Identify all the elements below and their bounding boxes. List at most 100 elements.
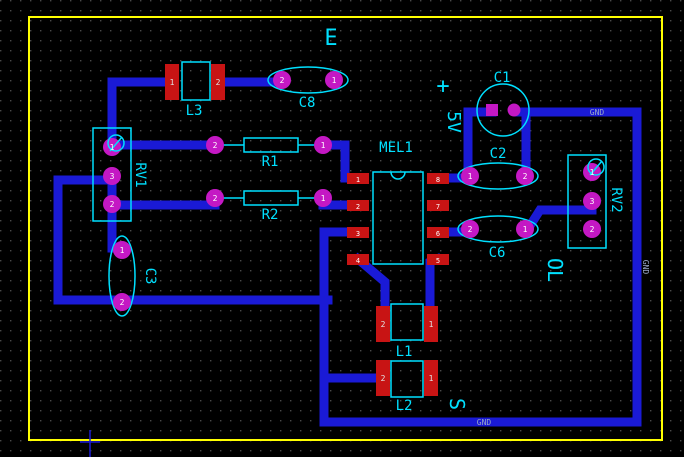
c2-pad-2[interactable] bbox=[516, 167, 534, 185]
c1-pad-round[interactable] bbox=[507, 103, 521, 117]
rv1-pad-3[interactable] bbox=[103, 167, 121, 185]
rv2-pad-3[interactable] bbox=[583, 192, 601, 210]
ic-pin3-label: 3 bbox=[356, 230, 360, 238]
c6-pad-2[interactable] bbox=[461, 220, 479, 238]
rv1-pin1-marker bbox=[107, 134, 125, 152]
ic-pad-5[interactable] bbox=[427, 254, 449, 265]
ic-pad-6[interactable] bbox=[427, 227, 449, 238]
capacitor-c2[interactable]: 1 2 C2 bbox=[457, 146, 539, 190]
ic-pad-2[interactable] bbox=[347, 200, 369, 211]
l3-pad-1[interactable] bbox=[165, 64, 179, 100]
c6-pad-1[interactable] bbox=[516, 220, 534, 238]
ic-mel1[interactable]: 1 2 3 4 8 7 6 5 MEL1 bbox=[347, 140, 449, 265]
label-s: S bbox=[445, 398, 469, 410]
resistor-r1[interactable]: 2 1 R1 bbox=[206, 136, 332, 170]
r1-pin1-label: 1 bbox=[321, 141, 326, 150]
inductor-l3[interactable]: 1 2 L3 bbox=[165, 61, 225, 119]
r1-pad-2[interactable] bbox=[206, 136, 224, 154]
c6-pin1-label: 1 bbox=[523, 225, 528, 234]
ic-pin7-label: 7 bbox=[436, 203, 440, 211]
r2-pin1-label: 1 bbox=[321, 194, 326, 203]
rv1-pin3-label: 3 bbox=[110, 172, 115, 181]
l2-designator: L2 bbox=[396, 398, 413, 414]
rv1-pad-2[interactable] bbox=[103, 195, 121, 213]
inductor-l1[interactable]: 2 1 L1 bbox=[376, 303, 438, 360]
l1-pin1-label: 1 bbox=[429, 320, 434, 329]
ic-pin2-label: 2 bbox=[356, 203, 360, 211]
ic-pad-3[interactable] bbox=[347, 227, 369, 238]
potentiometer-rv2[interactable]: 1 3 2 RV2 bbox=[567, 154, 624, 249]
label-5v: 5V bbox=[443, 111, 464, 133]
c2-designator: C2 bbox=[490, 146, 507, 162]
c6-outline bbox=[457, 215, 539, 243]
l2-body-outline bbox=[390, 360, 424, 398]
c2-pin1-label: 1 bbox=[468, 172, 473, 181]
capacitor-c6[interactable]: 2 1 C6 bbox=[457, 215, 539, 261]
rv1-pin1-label: 1 bbox=[110, 143, 115, 152]
board-outline bbox=[28, 16, 663, 441]
l2-pin2-label: 2 bbox=[381, 374, 386, 383]
potentiometer-rv1[interactable]: 1 3 2 RV1 bbox=[92, 127, 148, 222]
ic-pad-8[interactable] bbox=[427, 173, 449, 184]
rv1-outline bbox=[92, 127, 132, 222]
net-gnd-top: GND bbox=[590, 108, 605, 117]
c1-outline bbox=[476, 83, 530, 137]
c6-designator: C6 bbox=[489, 245, 506, 261]
r2-pad-1[interactable] bbox=[314, 189, 332, 207]
l2-pad-1[interactable] bbox=[424, 360, 438, 396]
rv1-pin1-marker-line bbox=[109, 136, 123, 152]
c8-pad-1[interactable] bbox=[325, 71, 343, 89]
r2-designator: R2 bbox=[262, 207, 279, 223]
l1-pad-1[interactable] bbox=[424, 306, 438, 342]
l3-pin2-label: 2 bbox=[216, 78, 221, 87]
net-gnd-bottom: GND bbox=[477, 418, 492, 427]
r2-pad-2[interactable] bbox=[206, 189, 224, 207]
ic-pad-4[interactable] bbox=[347, 254, 369, 265]
trace-c1-to-c2[interactable] bbox=[463, 107, 497, 183]
net-gnd-right: GND bbox=[641, 260, 650, 275]
ic-body-outline bbox=[372, 171, 424, 265]
ic-pin6-label: 6 bbox=[436, 230, 440, 238]
ic-pad-1[interactable] bbox=[347, 173, 369, 184]
l3-pad-2[interactable] bbox=[211, 64, 225, 100]
rv2-designator: RV2 bbox=[608, 187, 624, 212]
l1-pad-2[interactable] bbox=[376, 306, 390, 342]
c1-pad-square[interactable] bbox=[486, 104, 498, 116]
c3-pin1-label: 1 bbox=[120, 246, 125, 255]
trace-rv1-to-c3[interactable] bbox=[53, 175, 127, 305]
l2-pad-2[interactable] bbox=[376, 360, 390, 396]
ic-pin4-label: 4 bbox=[356, 257, 360, 265]
inductor-l2[interactable]: 2 1 L2 bbox=[376, 360, 438, 414]
l3-designator: L3 bbox=[186, 103, 203, 119]
capacitor-c8[interactable]: 2 1 C8 bbox=[267, 66, 349, 111]
l1-pin2-label: 2 bbox=[381, 320, 386, 329]
c3-designator: C3 bbox=[142, 268, 158, 285]
c2-pad-1[interactable] bbox=[461, 167, 479, 185]
label-ol: OL bbox=[543, 258, 567, 282]
r2-pin2-label: 2 bbox=[213, 194, 218, 203]
c3-pad-1[interactable] bbox=[113, 241, 131, 259]
ic-pin1-label: 1 bbox=[356, 176, 360, 184]
r1-designator: R1 bbox=[262, 154, 279, 170]
c2-pin2-label: 2 bbox=[523, 172, 528, 181]
ic-pin8-label: 8 bbox=[436, 176, 440, 184]
capacitor-c3[interactable]: 1 2 C3 bbox=[108, 235, 158, 317]
capacitor-c1[interactable]: C1 bbox=[476, 70, 530, 137]
l1-designator: L1 bbox=[396, 344, 413, 360]
trace-ic3-to-ground[interactable] bbox=[319, 107, 642, 427]
rv2-pad-2[interactable] bbox=[583, 220, 601, 238]
c3-outline bbox=[108, 235, 136, 317]
ic-pin5-label: 5 bbox=[436, 257, 440, 265]
trace-c1-right-to-c2[interactable] bbox=[513, 107, 531, 183]
c1-designator: C1 bbox=[494, 70, 511, 86]
c2-outline bbox=[457, 162, 539, 190]
rv2-outline bbox=[567, 154, 607, 249]
trace-l3-to-rv1[interactable] bbox=[107, 77, 177, 140]
c8-pad-2[interactable] bbox=[273, 71, 291, 89]
rv2-pin1-marker-line bbox=[589, 160, 603, 176]
resistor-r2[interactable]: 2 1 R2 bbox=[206, 189, 332, 223]
c3-pad-2[interactable] bbox=[113, 293, 131, 311]
ic-pad-7[interactable] bbox=[427, 200, 449, 211]
r1-pad-1[interactable] bbox=[314, 136, 332, 154]
